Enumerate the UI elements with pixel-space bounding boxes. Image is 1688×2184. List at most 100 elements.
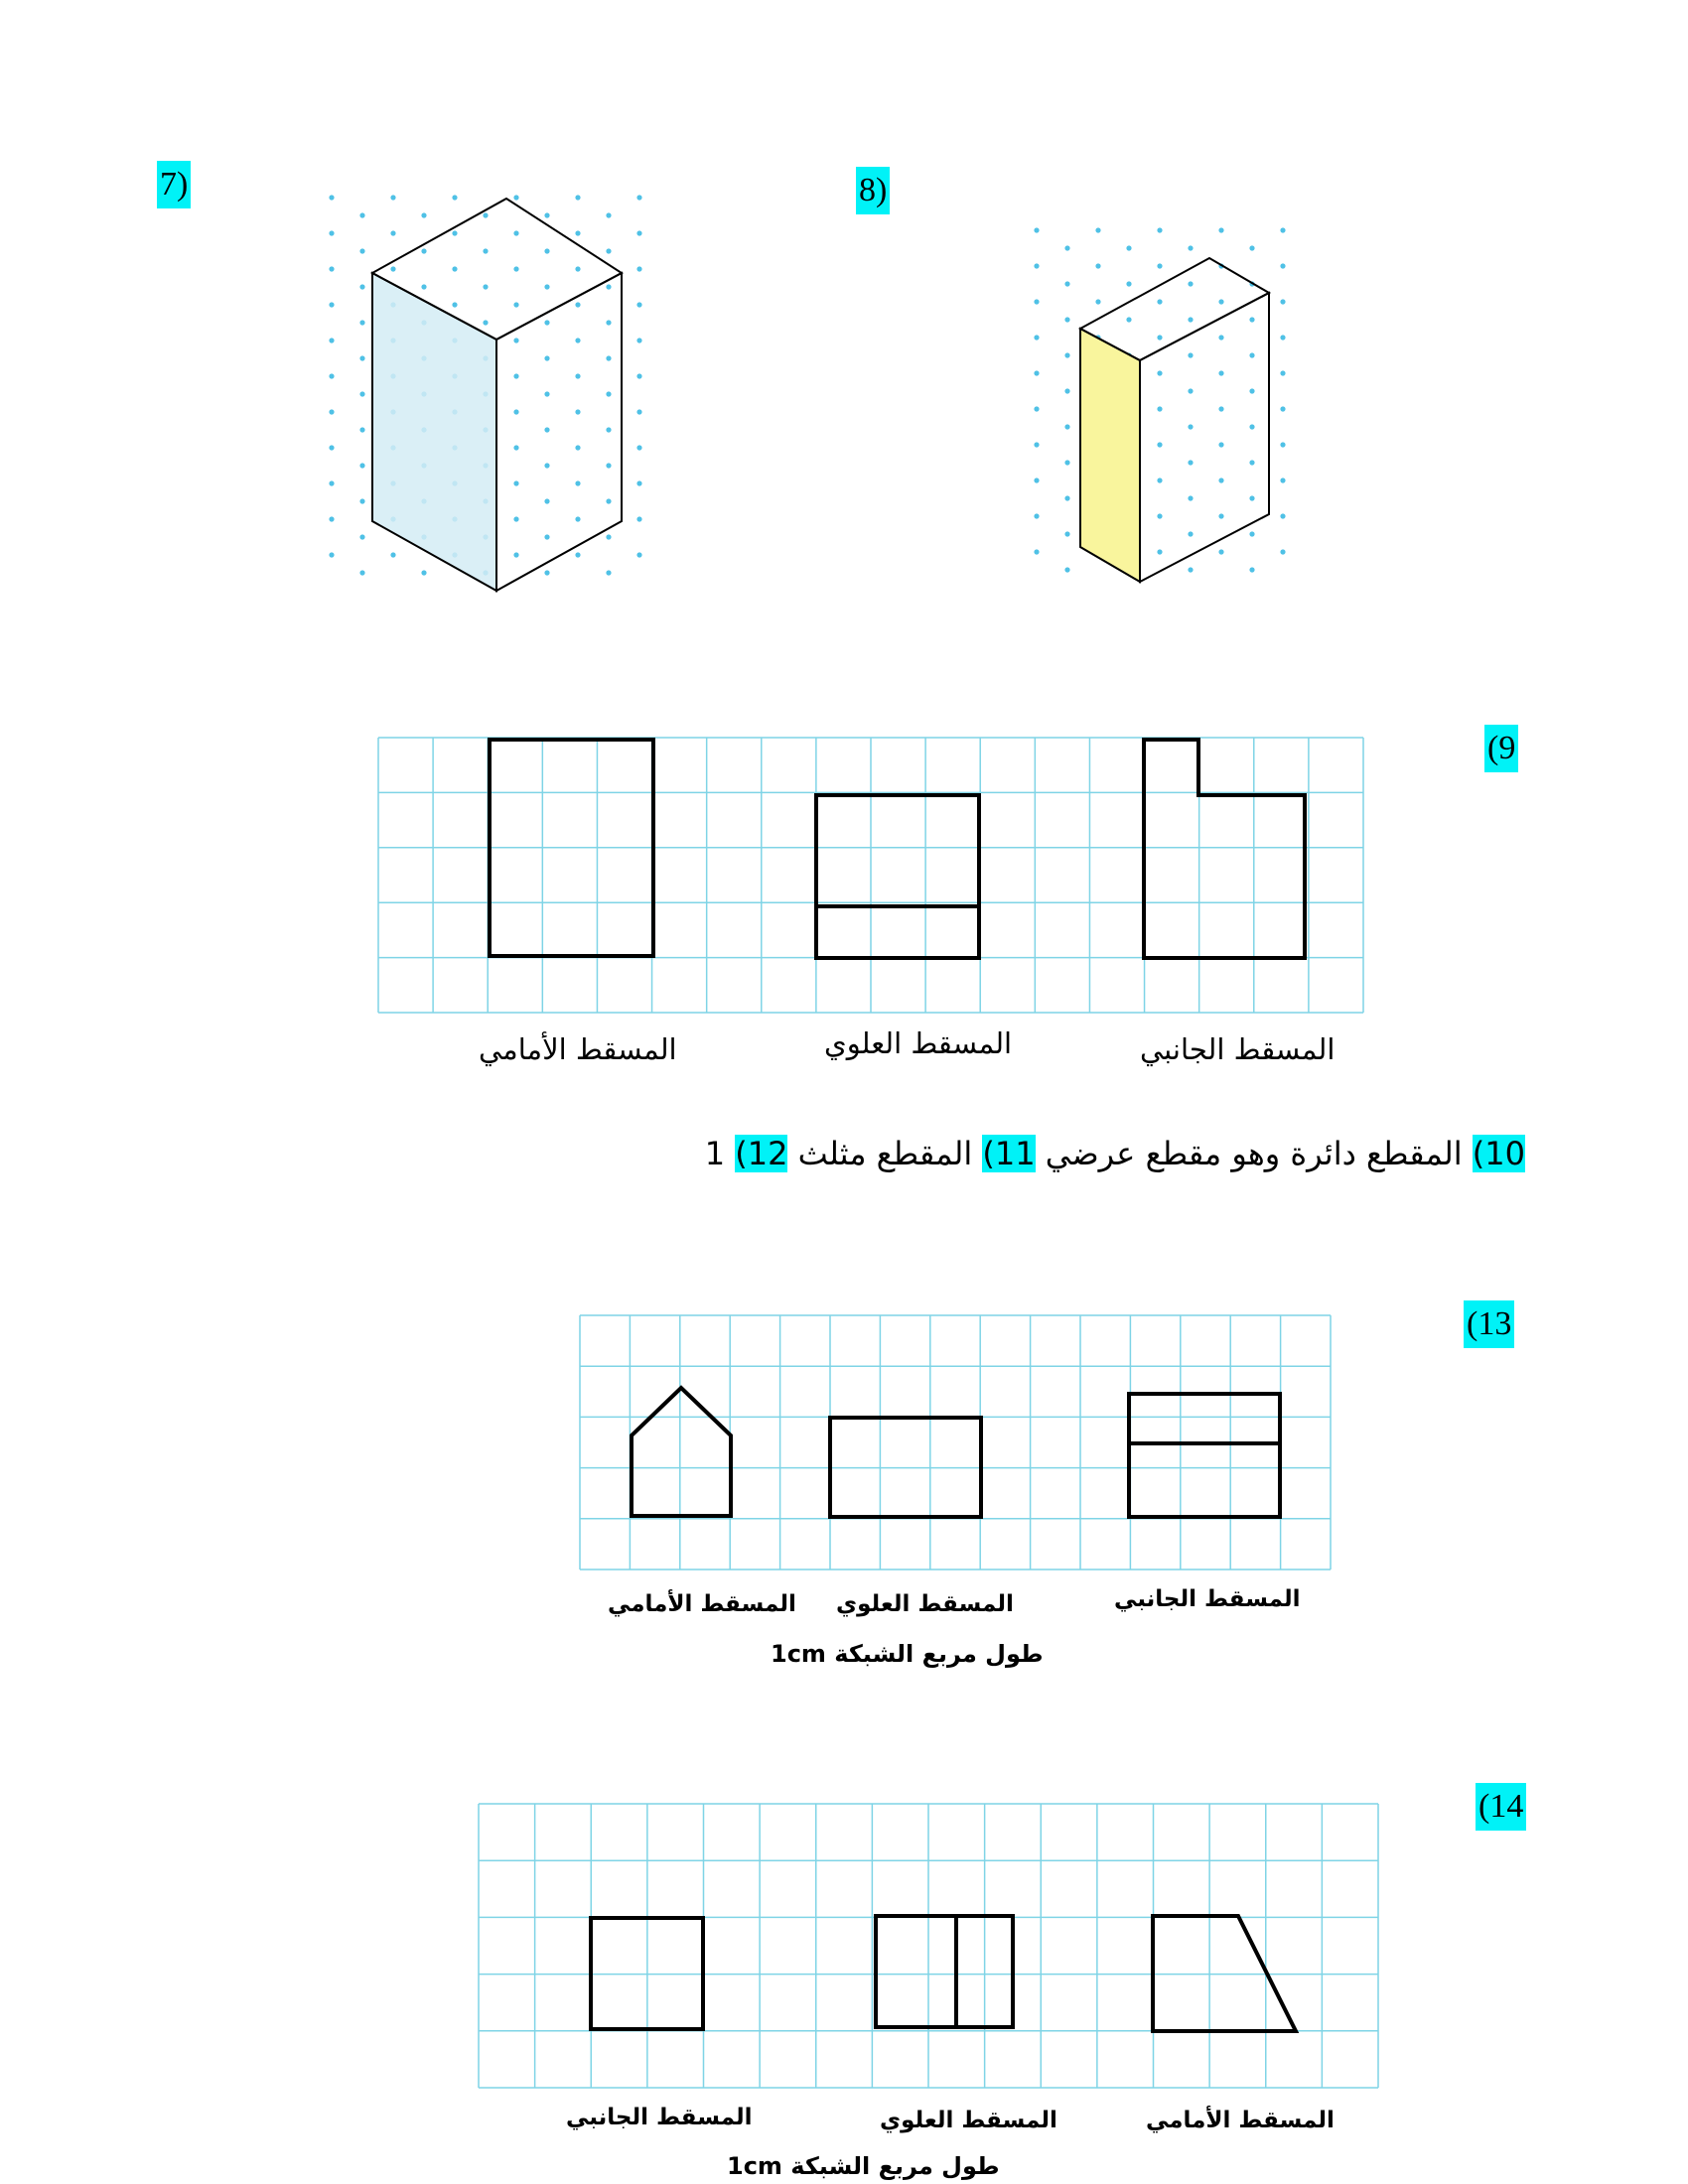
grid-dot xyxy=(390,230,396,236)
answer-number-11: 11) xyxy=(982,1135,1036,1172)
grid-dot xyxy=(1280,370,1286,376)
grid-dot xyxy=(359,320,365,326)
grid-dot xyxy=(359,498,365,504)
grid-dot xyxy=(1218,478,1224,483)
grid-dot xyxy=(606,427,612,433)
grid-dot xyxy=(1064,388,1070,394)
grid-dot xyxy=(1064,531,1070,537)
grid-dot xyxy=(1064,352,1070,358)
grid-dot xyxy=(329,195,335,201)
grid-dot xyxy=(329,302,335,308)
grid-dot xyxy=(390,552,396,558)
grid-dot xyxy=(1188,495,1194,501)
grid-dot xyxy=(1218,299,1224,305)
grid-dot xyxy=(1249,388,1255,394)
grid-dot xyxy=(1249,317,1255,323)
label-front-9: المسقط الأمامي xyxy=(479,1032,677,1066)
side-view-shape xyxy=(589,1916,705,2031)
grid-dot xyxy=(575,516,581,522)
grid-dot xyxy=(1249,531,1255,537)
grid-dot xyxy=(544,212,550,218)
grid-dot xyxy=(636,230,642,236)
grid-dot xyxy=(1249,352,1255,358)
grid-dot xyxy=(390,266,396,272)
front-face-shaded xyxy=(1079,327,1141,584)
grid-dot xyxy=(636,552,642,558)
side-view-shape xyxy=(1127,1392,1282,1519)
isometric-prism-7 xyxy=(329,195,642,593)
grid-dot xyxy=(1034,263,1040,269)
top-view-shape xyxy=(828,1416,983,1519)
grid-dot xyxy=(359,355,365,361)
grid-dot xyxy=(575,480,581,486)
grid-dot xyxy=(329,266,335,272)
grid-dot xyxy=(1157,263,1163,269)
grid-dot xyxy=(636,195,642,201)
grid-dot xyxy=(359,534,365,540)
grid-dot xyxy=(1157,299,1163,305)
grid-dot xyxy=(636,445,642,451)
grid-dot xyxy=(1280,406,1286,412)
front-face-shaded xyxy=(371,271,497,593)
answer-number-10: 10) xyxy=(1472,1135,1525,1172)
grid-dot xyxy=(1064,460,1070,466)
grid-dot xyxy=(1249,567,1255,573)
grid-dot xyxy=(636,409,642,415)
grid-dot xyxy=(452,302,458,308)
front-view-shape xyxy=(488,738,655,958)
grid-dot xyxy=(575,445,581,451)
problem-number-8: 8) xyxy=(856,167,891,214)
problem-number-7: 7) xyxy=(157,161,192,208)
label-front-14: المسقط الأمامي xyxy=(1146,2108,1335,2133)
grid-dot xyxy=(421,212,427,218)
grid-dot xyxy=(452,230,458,236)
front-view-shape xyxy=(1151,1914,1300,2033)
grid-dot xyxy=(421,284,427,290)
grid-dot xyxy=(513,266,519,272)
label-top-9: المسقط العلوي xyxy=(824,1026,1013,1060)
grid-dot xyxy=(513,373,519,379)
grid-dot xyxy=(513,230,519,236)
grid-dot xyxy=(606,212,612,218)
grid-dot xyxy=(1218,549,1224,555)
isometric-prism-8 xyxy=(1034,227,1286,584)
grid-dot xyxy=(606,355,612,361)
grid-dot xyxy=(1064,281,1070,287)
grid-dot xyxy=(1280,549,1286,555)
grid-dot xyxy=(1064,317,1070,323)
grid-dot xyxy=(606,570,612,576)
grid-dot xyxy=(544,463,550,469)
grid-lines xyxy=(478,1803,1379,2089)
answer-text-10: المقطع دائرة وهو مقطع عرضي xyxy=(1035,1135,1473,1172)
grid-dot xyxy=(329,445,335,451)
grid-dot xyxy=(421,248,427,254)
label-top-14: المسقط العلوي xyxy=(880,2108,1057,2133)
grid-dot xyxy=(1280,478,1286,483)
grid-dot xyxy=(544,320,550,326)
grid-dot xyxy=(1126,281,1132,287)
front-view-shape xyxy=(630,1385,733,1518)
grid-dot xyxy=(636,266,642,272)
side-view-shape xyxy=(1142,738,1307,960)
grid-dot xyxy=(513,195,519,201)
grid-dot xyxy=(1064,567,1070,573)
grid-dot xyxy=(544,534,550,540)
grid-dot xyxy=(1188,567,1194,573)
grid-dot xyxy=(421,570,427,576)
grid-dot xyxy=(329,480,335,486)
grid-dot xyxy=(1249,460,1255,466)
grid-dot xyxy=(483,320,489,326)
grid-dot xyxy=(1188,424,1194,430)
grid-dot xyxy=(359,463,365,469)
grid-dot xyxy=(575,195,581,201)
grid-dot xyxy=(1157,513,1163,519)
grid-dot xyxy=(1034,549,1040,555)
grid-dot xyxy=(1249,424,1255,430)
top-view-shape xyxy=(874,1914,1015,2029)
grid-dot xyxy=(513,409,519,415)
grid-dot xyxy=(1188,388,1194,394)
grid-dot xyxy=(1280,227,1286,233)
grid-dot xyxy=(1095,263,1101,269)
grid-dot xyxy=(1218,442,1224,448)
grid-dot xyxy=(575,302,581,308)
